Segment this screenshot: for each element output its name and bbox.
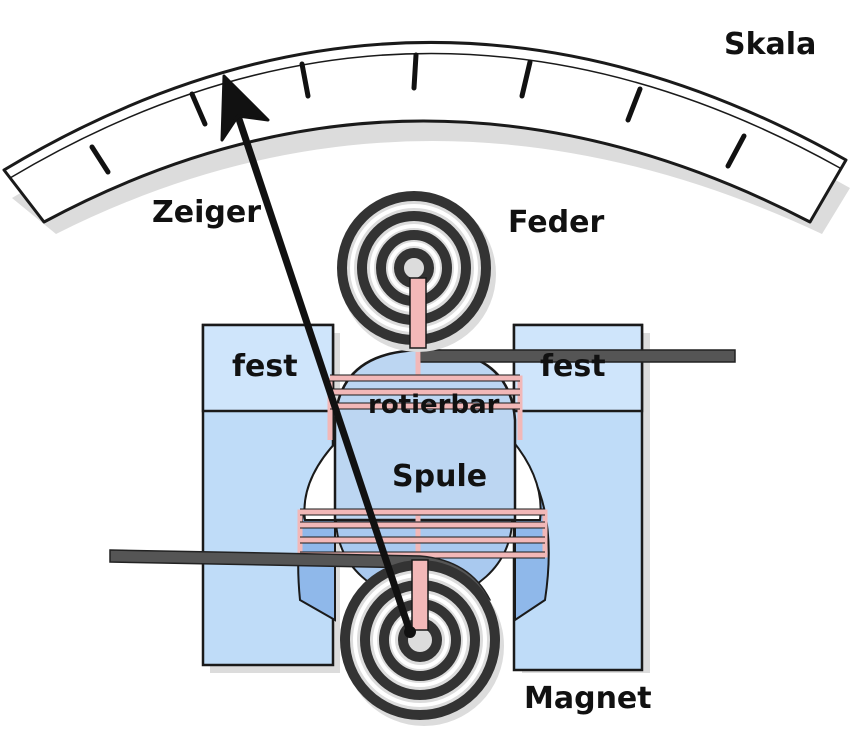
- scale-tick: [519, 59, 533, 99]
- label-fixed-left: fest: [232, 349, 298, 384]
- label-magnet: Magnet: [524, 681, 652, 716]
- scale-tick: [411, 52, 419, 91]
- scale-tick: [189, 91, 208, 127]
- scale-ticks: [89, 52, 747, 175]
- label-pointer: Zeiger: [152, 195, 261, 230]
- spiral-spring-icon: [337, 191, 496, 352]
- label-coil: Spule: [392, 459, 488, 494]
- scale-tick: [725, 133, 747, 169]
- scale-tick: [89, 144, 111, 175]
- coil-windings-outline: [300, 374, 545, 559]
- label-scale: Skala: [724, 27, 817, 62]
- spiral-magnet-icon: [340, 559, 504, 726]
- arrow-pointer-icon: [220, 74, 416, 638]
- label-fixed-right: fest: [540, 349, 606, 384]
- label-spring: Feder: [508, 205, 605, 240]
- scale-tick: [299, 61, 311, 99]
- scale-tick: [625, 86, 643, 123]
- fixed-block-right: [512, 323, 650, 673]
- label-rotatable: rotierbar: [368, 390, 500, 420]
